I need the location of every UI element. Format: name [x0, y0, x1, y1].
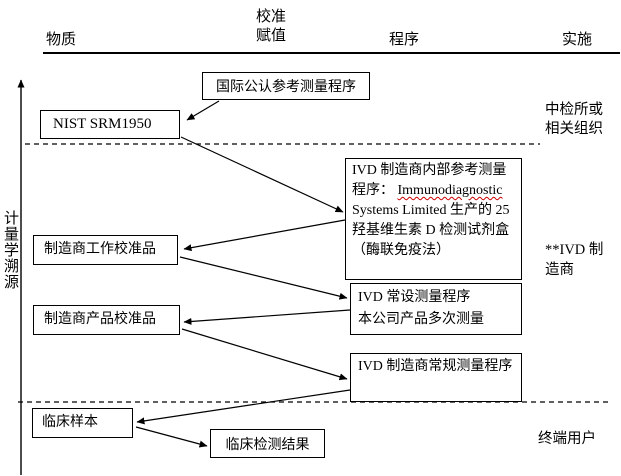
label-ivd-manufacturer-line2: 造商 [545, 262, 574, 278]
column-header-calibration-line2: 赋值 [256, 28, 287, 44]
column-header-calibration-line1: 校准 [256, 9, 287, 25]
arrow-intlref-to-nist [186, 100, 220, 121]
arrow-routine-to-clinical-sample [136, 389, 351, 425]
label-ivd-manufacturer: **IVD 制 造商 [545, 240, 603, 280]
label-certification-organization-line2: 相关组织 [545, 121, 603, 137]
label-certification-organization-line1: 中检所或 [545, 102, 603, 118]
axis-label-metrological-traceability: 计量学溯源 [2, 210, 18, 290]
ivd-internal-ref-intro: IVD 制造商内部参考测量程序： [352, 163, 507, 198]
arrow-product-cal-to-routine [181, 328, 348, 381]
box-manufacturer-product-calibrator: 制造商产品校准品 [33, 305, 180, 335]
box-clinical-test-result: 临床检测结果 [210, 429, 325, 458]
box-nist-srm1950: NIST SRM1950 [40, 110, 180, 139]
box-ivd-internal-reference-procedure: IVD 制造商内部参考测量程序： Immunodiagnostic System… [345, 158, 522, 280]
box-international-reference-procedure: 国际公认参考测量程序 [202, 72, 370, 100]
arrow-standing-to-product-cal [183, 309, 351, 325]
label-certification-organization: 中检所或 相关组织 [545, 101, 603, 139]
ivd-standing-procedure-line1: IVD 常设测量程序 [358, 290, 471, 305]
column-header-calibration: 校准 赋值 [256, 8, 286, 46]
arrow-working-cal-to-standing [179, 256, 348, 300]
arrow-nist-to-ivd-internal [180, 136, 344, 213]
box-manufacturer-working-calibrator: 制造商工作校准品 [33, 235, 178, 265]
ivd-internal-ref-kit-description: 生产的 25 羟基维生素 D 检测试剂盒（酶联免疫法） [352, 203, 510, 258]
label-end-user: 终端用户 [538, 431, 596, 447]
column-header-implementation: 实施 [562, 32, 593, 48]
box-clinical-sample: 临床样本 [32, 408, 133, 438]
column-header-procedure: 程序 [389, 32, 420, 48]
box-ivd-standing-procedure: IVD 常设测量程序 本公司产品多次测量 [350, 283, 522, 335]
arrow-clinical-sample-to-result [135, 426, 208, 448]
arrow-ivd-internal-to-working-cal [183, 219, 346, 252]
ivd-internal-ref-latin-company-word2: Systems Limited [352, 203, 447, 218]
box-ivd-routine-procedure: IVD 制造商常规测量程序 [350, 353, 522, 402]
label-ivd-manufacturer-line1: **IVD 制 [545, 242, 604, 258]
column-header-material: 物质 [46, 32, 77, 48]
ivd-internal-ref-latin-company-word1: Immunodiagnostic [397, 183, 503, 198]
ivd-standing-procedure-line2: 本公司产品多次测量 [358, 312, 484, 327]
